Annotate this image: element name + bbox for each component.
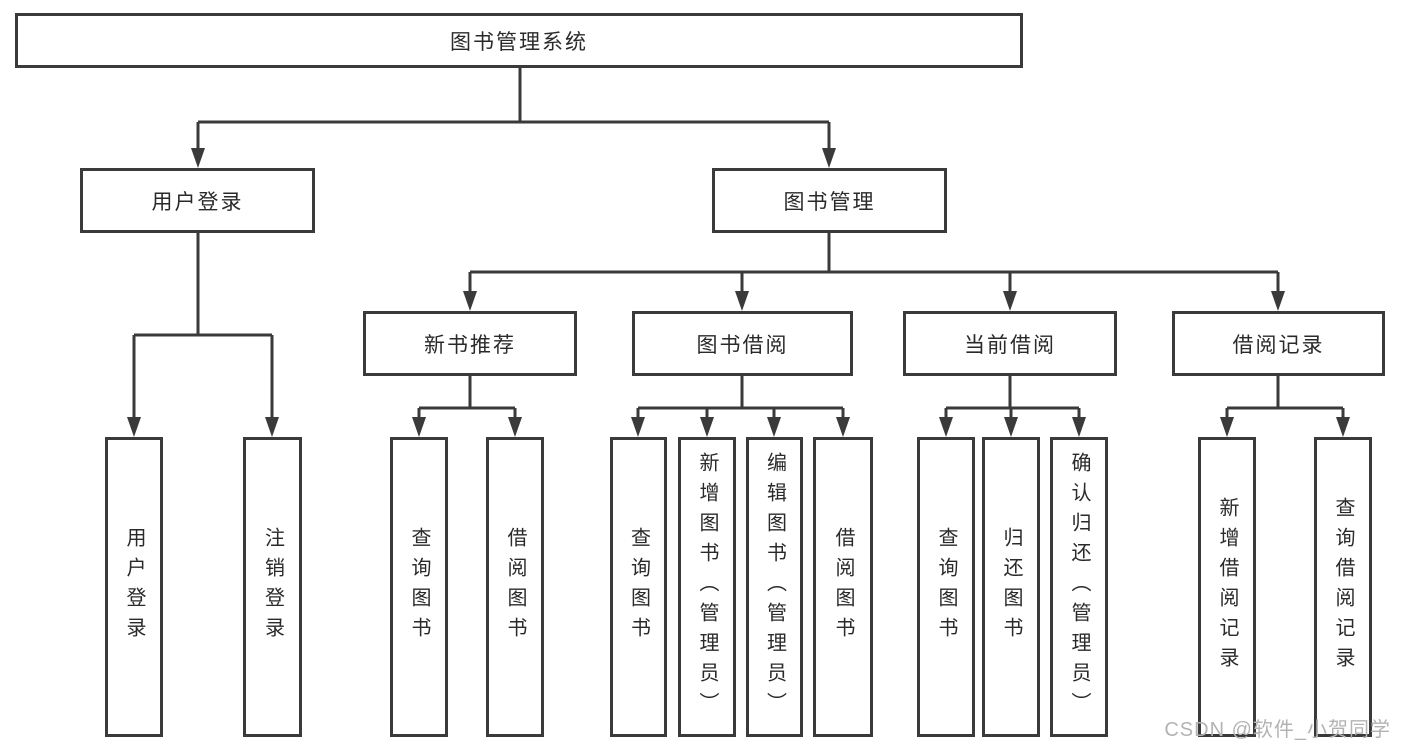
leaf-user-login: 用户登录 <box>105 437 163 737</box>
node-book-management: 图书管理 <box>712 168 947 233</box>
leaf-confirm-return-admin: 确认归还（管理员） <box>1050 437 1108 737</box>
connector-book-borrow-children <box>631 376 850 437</box>
node-book-borrow: 图书借阅 <box>632 311 853 376</box>
leaf-add-books-admin: 新增图书（管理员） <box>678 437 736 737</box>
node-new-book-recommend: 新书推荐 <box>363 311 577 376</box>
leaf-add-borrow-record: 新增借阅记录 <box>1198 437 1256 737</box>
node-root-library-system: 图书管理系统 <box>15 13 1023 68</box>
leaf-newbooks-query-books: 查询图书 <box>390 437 448 737</box>
leaf-borrow-query-books: 查询图书 <box>610 437 667 737</box>
connector-current-borrow-children <box>939 376 1086 437</box>
connector-book-management-sections <box>463 233 1285 311</box>
connector-user-login-children <box>127 233 279 437</box>
leaf-query-borrow-record: 查询借阅记录 <box>1314 437 1372 737</box>
connector-new-books-children <box>412 376 522 437</box>
leaf-borrow-borrow-books: 借阅图书 <box>813 437 873 737</box>
leaf-current-query-books: 查询图书 <box>917 437 975 737</box>
leaf-return-books: 归还图书 <box>982 437 1040 737</box>
leaf-logout: 注销登录 <box>243 437 302 737</box>
node-user-login: 用户登录 <box>80 168 315 233</box>
leaf-edit-books-admin: 编辑图书（管理员） <box>746 437 803 737</box>
node-current-borrow: 当前借阅 <box>903 311 1117 376</box>
connector-root-to-level2 <box>191 68 836 168</box>
watermark: CSDN @软件_小贺同学 <box>1164 719 1391 741</box>
connector-borrow-records-children <box>1220 376 1350 437</box>
node-borrow-records: 借阅记录 <box>1172 311 1385 376</box>
leaf-newbooks-borrow-books: 借阅图书 <box>486 437 544 737</box>
